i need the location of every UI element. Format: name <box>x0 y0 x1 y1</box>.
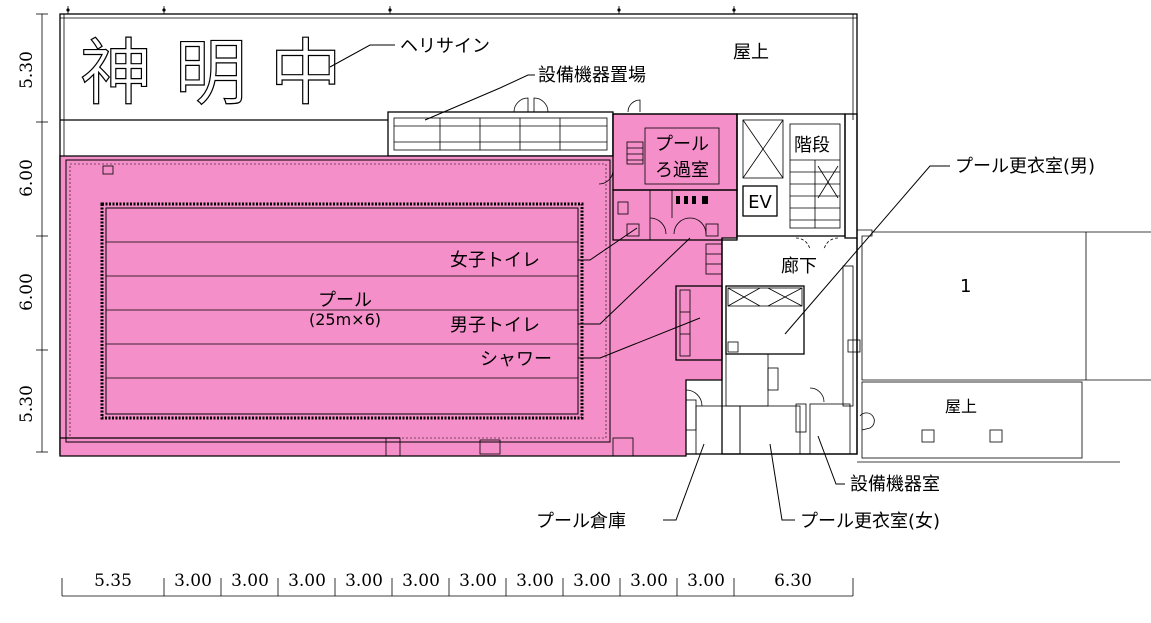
shower-label: シャワー <box>480 349 552 370</box>
equipment-area-label: 設備機器置場 <box>538 65 646 86</box>
dim-v-1: 5.30 <box>17 51 37 89</box>
pool-zone <box>59 113 738 457</box>
dim-h-1: 5.35 <box>94 571 132 591</box>
column-marks <box>66 6 736 14</box>
rooftop-top-label: 屋上 <box>733 42 769 63</box>
heli-sign-label: ヘリサイン <box>400 36 490 57</box>
filtration-label-line2: ろ過室 <box>655 160 709 181</box>
dim-h-11: 3.00 <box>687 571 725 591</box>
neighbor-number: 1 <box>960 276 971 297</box>
vertical-dimension-chain: 5.30 6.00 6.00 5.30 <box>17 13 48 453</box>
stairs-label: 階段 <box>794 135 830 156</box>
horizontal-dimension-chain: 5.35 3.00 3.00 3.00 3.00 3.00 3.00 3.00 … <box>61 571 854 597</box>
elevator-stairs-core <box>736 113 858 251</box>
dim-h-2: 3.00 <box>174 571 212 591</box>
dim-h-7: 3.00 <box>459 571 497 591</box>
dim-h-9: 3.00 <box>573 571 611 591</box>
dim-h-3: 3.00 <box>231 571 269 591</box>
pool-label-line2: (25m×6) <box>309 310 381 329</box>
adjacent-building <box>857 229 1151 463</box>
pool-changing-female-label: プール更衣室(女) <box>800 511 940 532</box>
boys-toilet-label: 男子トイレ <box>450 315 540 336</box>
equipment-area <box>387 97 641 157</box>
pool-changing-male-label: プール更衣室(男) <box>955 156 1095 177</box>
filtration-label-line1: プール <box>655 134 709 155</box>
dim-h-5: 3.00 <box>345 571 383 591</box>
dim-h-4: 3.00 <box>288 571 326 591</box>
toilet-block <box>612 189 738 241</box>
dim-v-2: 6.00 <box>17 159 37 197</box>
heli-sign-leader <box>329 44 395 68</box>
pool-label-line1: プール <box>318 290 372 311</box>
dim-v-3: 6.00 <box>17 273 37 311</box>
dim-v-4: 5.30 <box>17 385 37 423</box>
equipment-room-label: 設備機器室 <box>850 474 940 495</box>
pool-storage-label: プール倉庫 <box>536 511 626 532</box>
dim-h-8: 3.00 <box>516 571 554 591</box>
dim-h-6: 3.00 <box>402 571 440 591</box>
dim-h-10: 3.00 <box>630 571 668 591</box>
rooftop-right-label: 屋上 <box>945 397 977 416</box>
changing-rooms <box>675 238 875 455</box>
pool-basin <box>100 202 584 420</box>
dim-h-12: 6.30 <box>774 571 812 591</box>
pool-zone-fill <box>59 113 738 457</box>
girls-toilet-label: 女子トイレ <box>450 250 540 271</box>
leader-lines <box>578 165 950 521</box>
ev-label: EV <box>748 192 772 213</box>
heli-sign-text: 神 明 中 <box>80 31 342 115</box>
corridor-label: 廊下 <box>781 256 817 277</box>
